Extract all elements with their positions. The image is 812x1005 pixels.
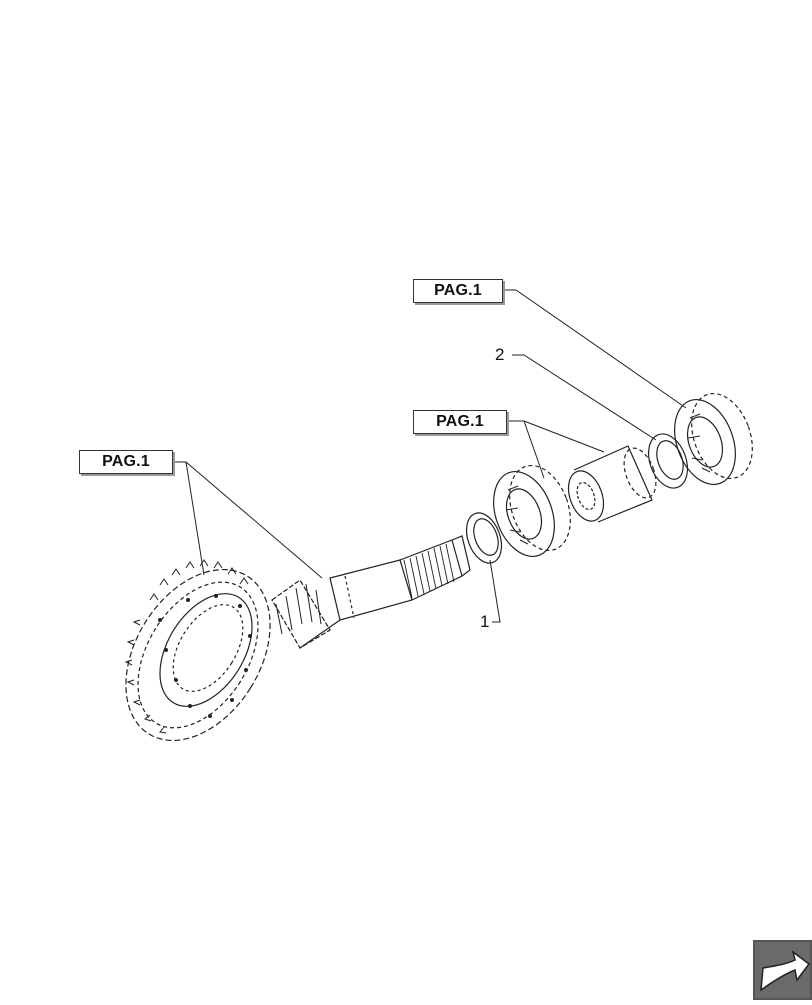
reference-label-left: PAG.1 [79,450,173,474]
taper-bearing-middle [493,464,571,558]
next-page-button[interactable] [753,940,812,1000]
ring-gear [124,559,271,742]
shim-ring-1 [465,512,503,564]
leader-lines [172,289,687,623]
reference-label-top: PAG.1 [413,279,503,303]
next-page-arrow-icon [753,940,812,1000]
spacer-sleeve [567,445,657,523]
taper-bearing-right [674,392,753,486]
shim-ring-2 [647,433,689,489]
reference-label-middle: PAG.1 [413,410,507,434]
pinion-shaft [271,535,471,649]
callout-number-2: 2 [495,345,505,364]
callout-number-1: 1 [480,612,490,631]
